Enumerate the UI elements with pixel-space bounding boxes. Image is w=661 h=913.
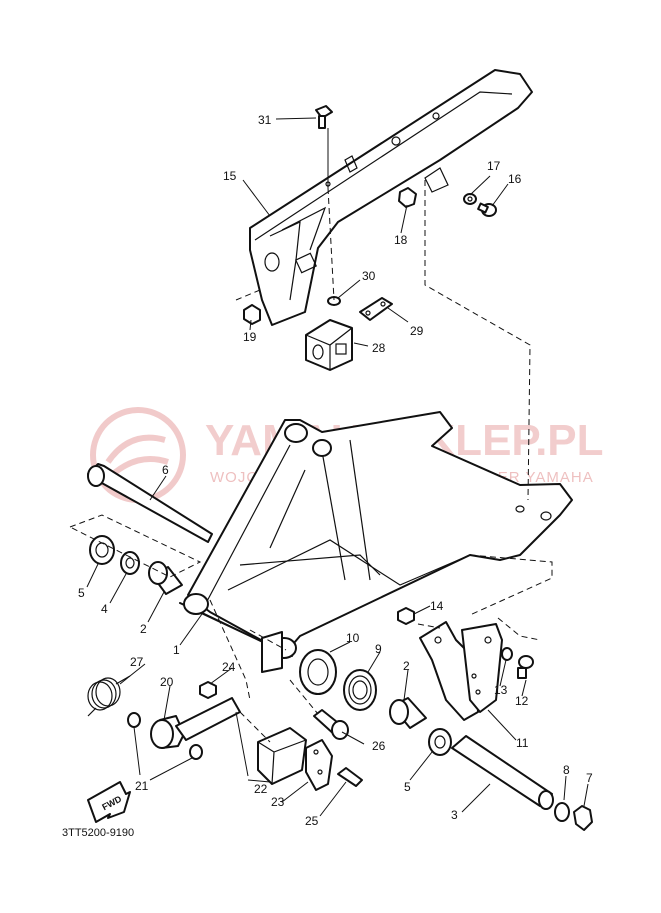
nut-24-icon: [199, 681, 217, 699]
callout-27: 27: [130, 655, 144, 669]
callout-6: 6: [162, 463, 169, 477]
callout-8: 8: [563, 763, 570, 777]
callout-15: 15: [223, 169, 237, 183]
forward-direction-arrow-icon: FWD: [87, 781, 131, 823]
bush-2-left-icon: [148, 561, 183, 595]
callout-25: 25: [305, 814, 319, 828]
callout-2-left: 2: [140, 622, 147, 636]
callout-26: 26: [372, 739, 386, 753]
diagram-code: 3TT5200-9190: [62, 827, 134, 839]
oil-seal-4-icon: [120, 551, 140, 575]
washer-8-icon: [554, 802, 570, 822]
callout-9: 9: [375, 642, 382, 656]
callout-30: 30: [362, 269, 376, 283]
callout-16: 16: [508, 172, 522, 186]
callout-20: 20: [160, 675, 174, 689]
nut-14-icon: [397, 607, 415, 625]
callout-12: 12: [515, 694, 529, 708]
arm-20-icon: [150, 697, 241, 749]
callout-18: 18: [394, 233, 408, 247]
callout-21: 21: [135, 779, 149, 793]
bearing-9-icon: [343, 669, 377, 711]
dust-seal-5-right-icon: [428, 728, 452, 756]
callout-24: 24: [222, 660, 236, 674]
callout-23: 23: [271, 795, 285, 809]
washer-17-icon: [463, 193, 477, 205]
washer-13-icon: [501, 647, 513, 661]
callout-11: 11: [516, 736, 529, 750]
callout-2-right: 2: [403, 659, 410, 673]
callout-10: 10: [346, 631, 360, 645]
block-22-icon: [257, 727, 307, 785]
bolt-31-icon: [315, 105, 333, 129]
callout-19: 19: [243, 330, 257, 344]
bolt-26-icon: [313, 709, 349, 740]
dust-seal-5-left-icon: [89, 535, 115, 565]
nut-7-icon: [573, 805, 593, 831]
bolt-25-icon: [337, 767, 363, 787]
clamp-29-icon: [359, 297, 393, 321]
chain-guard: [249, 69, 533, 326]
bolt-16-icon: [477, 202, 497, 217]
collar-21-a-icon: [127, 712, 141, 728]
callout-3: 3: [451, 808, 458, 822]
bolt-12-icon: [517, 655, 534, 679]
nut-18-icon: [398, 187, 417, 208]
callout-29: 29: [410, 324, 424, 338]
callout-17: 17: [487, 159, 501, 173]
pivot-bolt-6-icon: [87, 463, 213, 543]
pivot-shaft-3-icon: [451, 735, 554, 810]
callout-22: 22: [254, 782, 268, 796]
block-28-icon: [305, 319, 353, 371]
callout-4: 4: [101, 602, 108, 616]
nut-19-icon: [243, 304, 261, 325]
chain-puller-11-icon: [419, 621, 503, 721]
callout-7: 7: [586, 771, 593, 785]
spring-27-icon: [87, 675, 131, 717]
callout-1: 1: [173, 643, 180, 657]
callout-28: 28: [372, 341, 386, 355]
bracket-23-icon: [305, 739, 333, 791]
callout-5-right: 5: [404, 780, 411, 794]
callout-5-left: 5: [78, 586, 85, 600]
collar-21-b-icon: [189, 744, 203, 760]
callout-14: 14: [430, 599, 444, 613]
callout-13: 13: [494, 683, 508, 697]
bush-2-right-icon: [389, 697, 427, 729]
callout-labels: 31 15 17 16 18 30 29 19 28 6 5 4 2 1 14 …: [78, 113, 593, 828]
bearing-10-icon: [299, 649, 337, 695]
swingarm: [179, 411, 573, 673]
callout-31: 31: [258, 113, 272, 127]
leader-lines: [68, 117, 589, 817]
nut-30-icon: [327, 296, 341, 306]
